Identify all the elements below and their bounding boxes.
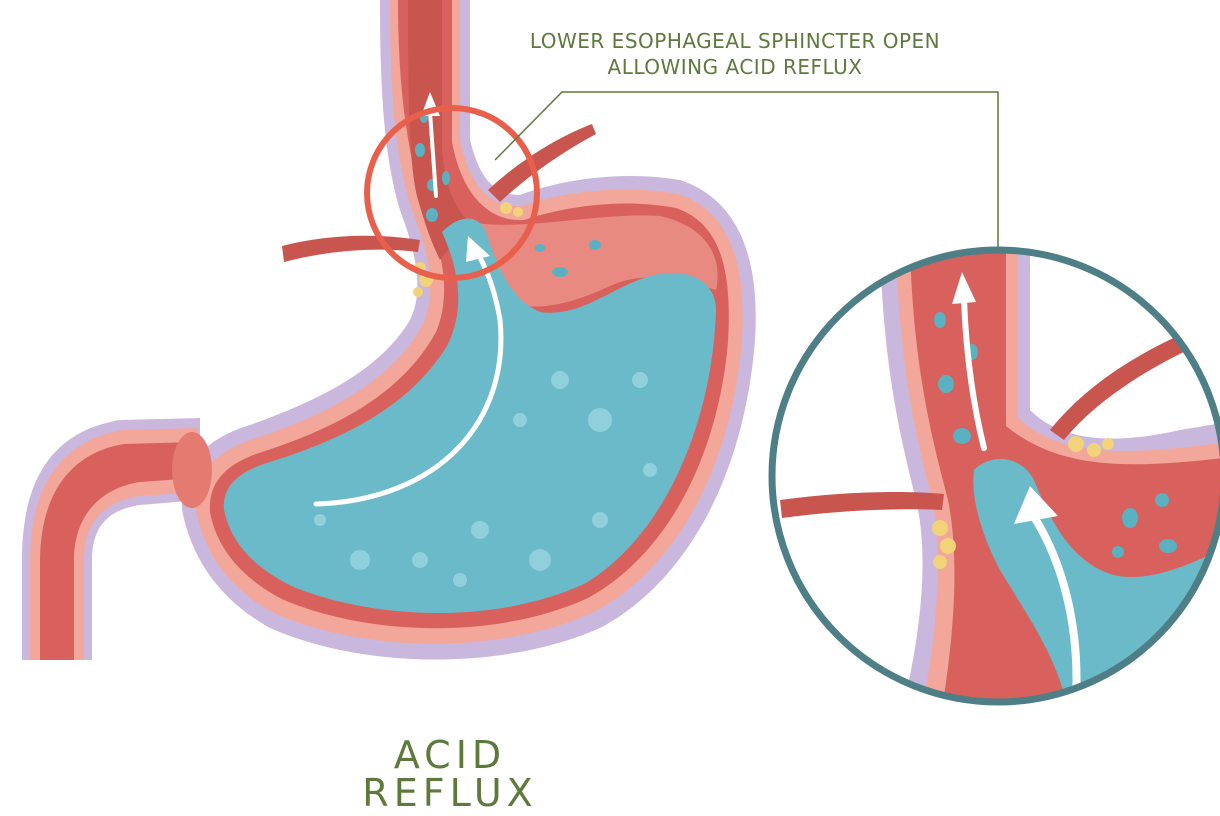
zoom-detail <box>772 250 1220 720</box>
callout-label: LOWER ESOPHAGEAL SPHINCTER OPEN ALLOWING… <box>500 28 970 80</box>
pylorus <box>172 432 212 508</box>
title-line-1: ACID <box>340 736 560 774</box>
title-line-2: REFLUX <box>340 774 560 812</box>
stomach-illustration <box>22 0 756 660</box>
diagram-title: ACID REFLUX <box>340 736 560 812</box>
callout-line-1: LOWER ESOPHAGEAL SPHINCTER OPEN <box>500 28 970 54</box>
callout-line-2: ALLOWING ACID REFLUX <box>500 54 970 80</box>
